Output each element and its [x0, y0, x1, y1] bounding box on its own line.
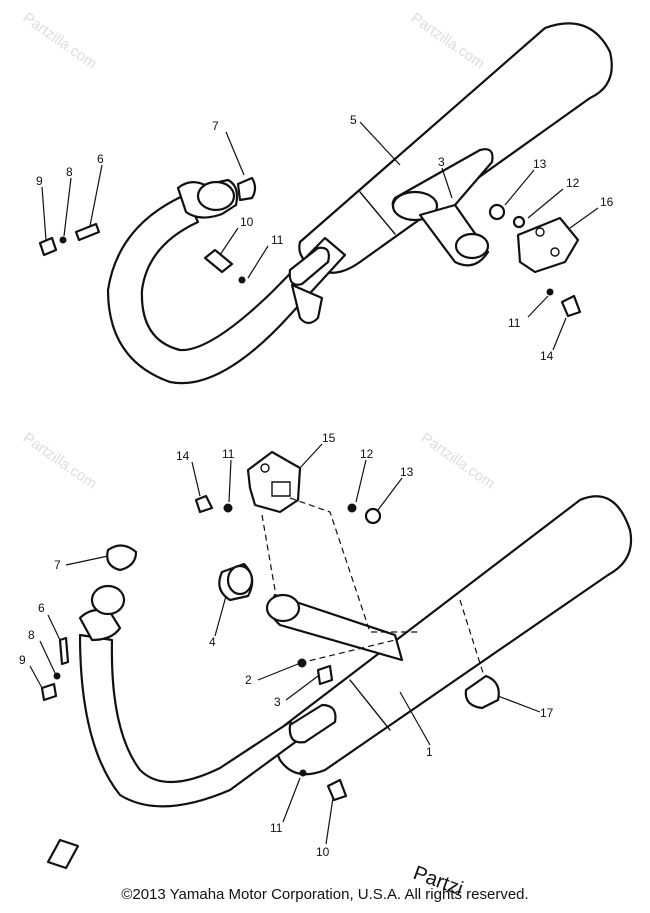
watermark-text: Partzilla.com	[20, 429, 100, 492]
callout-10: 10	[316, 845, 330, 859]
lower-exhaust-assembly	[40, 450, 633, 870]
washer-11-bottom	[299, 769, 307, 777]
lower-joint	[90, 584, 126, 616]
nut-9-lower	[40, 682, 58, 702]
callout-6: 6	[38, 601, 45, 615]
stud-6	[74, 222, 101, 242]
washer-12-lower	[347, 503, 357, 513]
clamp-10	[203, 248, 234, 274]
callout-9: 9	[36, 174, 43, 188]
callout-16: 16	[600, 195, 614, 209]
callout-4: 4	[209, 635, 216, 649]
callout-7: 7	[212, 119, 219, 133]
nut-9	[38, 236, 58, 257]
gasket-7	[236, 176, 257, 202]
callout-9: 9	[19, 653, 26, 667]
upper-exhaust-assembly	[38, 22, 613, 385]
washer-11-upper	[238, 276, 246, 284]
washer-11	[546, 288, 554, 296]
washer-11-lower	[223, 503, 233, 513]
callout-8: 8	[28, 628, 35, 642]
front-arrow-icon	[46, 838, 80, 870]
bolt-14-lower	[194, 494, 214, 514]
lower-exhaust-pipe	[78, 633, 307, 808]
callout-8: 8	[66, 165, 73, 179]
lower-dashed-lines	[261, 497, 485, 677]
watermark-text: Partzilla.com	[418, 429, 498, 492]
callout-6: 6	[97, 152, 104, 166]
spring-washer-8-lower	[53, 672, 61, 680]
callout-15: 15	[322, 431, 336, 445]
callout-11: 11	[222, 447, 235, 461]
callout-12: 12	[566, 176, 580, 190]
upper-pipe-sleeve	[288, 246, 330, 286]
bolt-14	[560, 294, 582, 318]
callout-11: 11	[271, 233, 284, 247]
copyright-notice: ©2013 Yamaha Motor Corporation, U.S.A. A…	[121, 886, 529, 903]
upper-joint	[196, 180, 236, 212]
callout-13: 13	[533, 157, 547, 171]
upper-leaders	[41, 121, 599, 351]
clamp-10-lower	[326, 778, 348, 802]
muffler-seam	[359, 191, 396, 235]
nut-13	[488, 203, 506, 221]
callout-3: 3	[438, 155, 445, 169]
watermark-text: Partzilla.com	[20, 9, 100, 72]
lower-pipe-inlet	[265, 593, 301, 623]
lower-pipe-sleeve	[288, 703, 337, 744]
lower-callouts: 14 11 15 12 13 7 6 8 9 4 2 3 1 17 11 10	[19, 431, 554, 859]
callout-1: 1	[426, 745, 433, 759]
callout-7: 7	[54, 558, 61, 572]
nut-13-lower	[364, 507, 382, 525]
upper-bracket-16	[516, 216, 580, 274]
lower-leaders	[29, 443, 541, 845]
callout-11: 11	[270, 821, 283, 835]
callout-17: 17	[540, 706, 554, 720]
stud-6-lower	[58, 636, 70, 666]
callout-14: 14	[540, 349, 554, 363]
spring-washer-8	[59, 236, 67, 244]
callout-14: 14	[176, 449, 190, 463]
gasket-7-lower	[106, 544, 138, 572]
damper-4-face	[226, 564, 254, 596]
upper-pipe-hanger	[290, 283, 324, 325]
muffler-seam-lower	[349, 679, 391, 731]
bolt-3	[316, 664, 334, 686]
callout-11: 11	[508, 316, 521, 330]
callout-5: 5	[350, 113, 357, 127]
callout-10: 10	[240, 215, 254, 229]
callout-13: 13	[400, 465, 414, 479]
callout-3: 3	[274, 695, 281, 709]
damper-17	[464, 674, 500, 710]
callout-12: 12	[360, 447, 374, 461]
watermark-text: Partzilla.com	[408, 9, 488, 72]
washer-12	[512, 215, 526, 229]
upper-exhaust-pipe	[106, 193, 347, 385]
outlet-pipe-end	[454, 232, 490, 260]
lower-exhaust-flange	[78, 608, 122, 642]
callout-2: 2	[245, 673, 252, 687]
upper-callouts: 5 7 6 8 9 10 11 3 13 12 16 11 14	[36, 113, 614, 363]
